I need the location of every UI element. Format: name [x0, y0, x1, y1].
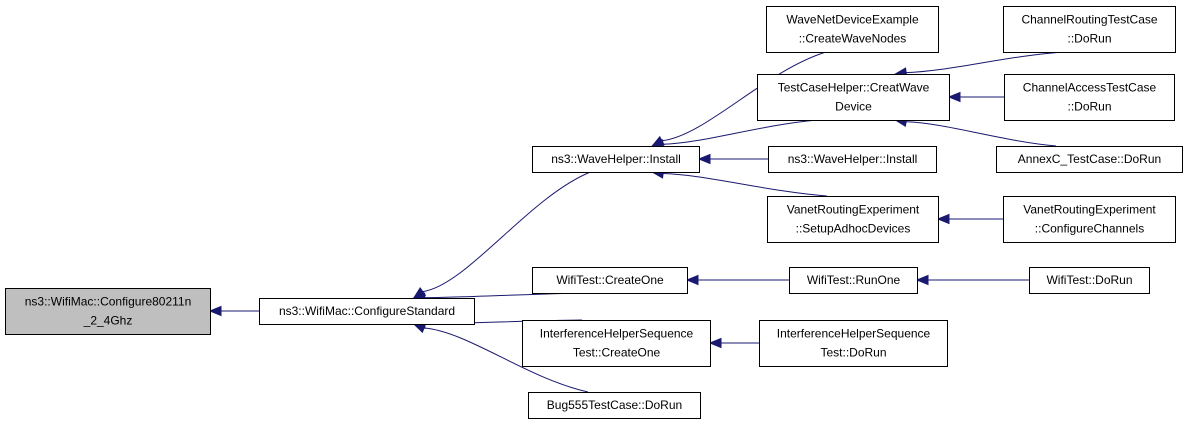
node-label-line: ::DoRun [1067, 32, 1111, 46]
edge-wave-helper-install-b-to-wave-helper-install-a [697, 153, 768, 165]
node-label-line: WifiTest::RunOne [807, 273, 901, 287]
edge-channel-access-to-testcasehelper-creat [947, 91, 1005, 103]
node-label-line: ChannelAccessTestCase [1023, 81, 1157, 95]
node-annexc[interactable]: AnnexC_TestCase::DoRun [996, 146, 1183, 173]
edge-wifitest-dorun-to-wifitest-runone [915, 274, 1029, 286]
node-wave-net-device-example[interactable]: WaveNetDeviceExample::CreateWaveNodes [766, 6, 939, 53]
node-configure-standard[interactable]: ns3::WifiMac::ConfigureStandard [259, 298, 475, 325]
node-label-line: ::SetupAdhocDevices [796, 222, 911, 236]
node-label-line: Test::DoRun [820, 346, 886, 360]
node-label-line: VanetRoutingExperiment [1023, 203, 1156, 217]
node-wifitest-runone[interactable]: WifiTest::RunOne [789, 267, 918, 294]
node-interference-createone[interactable]: InterferenceHelperSequenceTest::CreateOn… [522, 320, 711, 367]
node-label-line: ChannelRoutingTestCase [1021, 13, 1157, 27]
node-label-line: ::CreateWaveNodes [799, 32, 907, 46]
node-label-line: ns3::WaveHelper::Install [788, 152, 918, 166]
node-label-line: Bug555TestCase::DoRun [547, 398, 682, 412]
node-label-line: WaveNetDeviceExample [786, 13, 919, 27]
node-configure-80211n: ns3::WifiMac::Configure80211n_2_4Ghz [5, 288, 211, 335]
edge-interference-dorun-to-interference-createone [708, 337, 759, 349]
node-channel-access[interactable]: ChannelAccessTestCase::DoRun [1004, 74, 1175, 121]
node-channel-routing[interactable]: ChannelRoutingTestCase::DoRun [1003, 6, 1176, 53]
edge-testcasehelper-creat-to-wave-helper-install-a [650, 119, 818, 150]
edge-channel-routing-to-testcasehelper-creat [893, 51, 1064, 78]
edge-vanet-configure-to-vanet-setup [936, 213, 1004, 225]
nodes-layer: ns3::WifiMac::Configure80211n_2_4Ghzns3:… [5, 6, 1183, 419]
node-label-line: ns3::WifiMac::ConfigureStandard [279, 304, 455, 318]
edge-annexc-to-testcasehelper-creat [893, 116, 1057, 147]
node-label-line: WifiTest::DoRun [1046, 273, 1132, 287]
node-label-line: AnnexC_TestCase::DoRun [1018, 152, 1161, 166]
node-label-line: Test::CreateOne [573, 346, 661, 360]
node-wifitest-createone[interactable]: WifiTest::CreateOne [532, 267, 688, 294]
edge-wifitest-runone-to-wifitest-createone [685, 274, 789, 286]
node-label-line: WifiTest::CreateOne [556, 273, 664, 287]
node-label-line: ::ConfigureChannels [1035, 222, 1144, 236]
node-wave-helper-install-a[interactable]: ns3::WaveHelper::Install [532, 146, 700, 173]
node-label-line: ::DoRun [1067, 100, 1111, 114]
node-wave-helper-install-b[interactable]: ns3::WaveHelper::Install [768, 146, 937, 173]
edge-vanet-setup-to-wave-helper-install-a [650, 168, 827, 197]
node-label-line: TestCaseHelper::CreatWave [778, 81, 930, 95]
node-label-line: _2_4Ghz [83, 314, 133, 328]
node-wifitest-dorun[interactable]: WifiTest::DoRun [1029, 267, 1150, 294]
node-label-line: Device [835, 100, 872, 114]
node-label-line: VanetRoutingExperiment [787, 203, 920, 217]
node-vanet-configure[interactable]: VanetRoutingExperiment::ConfigureChannel… [1003, 196, 1176, 243]
edge-configure-standard-to-configure-80211n [208, 305, 259, 317]
node-bug555-dorun[interactable]: Bug555TestCase::DoRun [528, 392, 701, 419]
node-label-line: InterferenceHelperSequence [777, 327, 931, 341]
node-label-line: ns3::WaveHelper::Install [551, 152, 681, 166]
node-label-line: InterferenceHelperSequence [540, 327, 694, 341]
node-vanet-setup[interactable]: VanetRoutingExperiment::SetupAdhocDevice… [767, 196, 939, 243]
node-label-line: ns3::WifiMac::Configure80211n [25, 295, 192, 309]
